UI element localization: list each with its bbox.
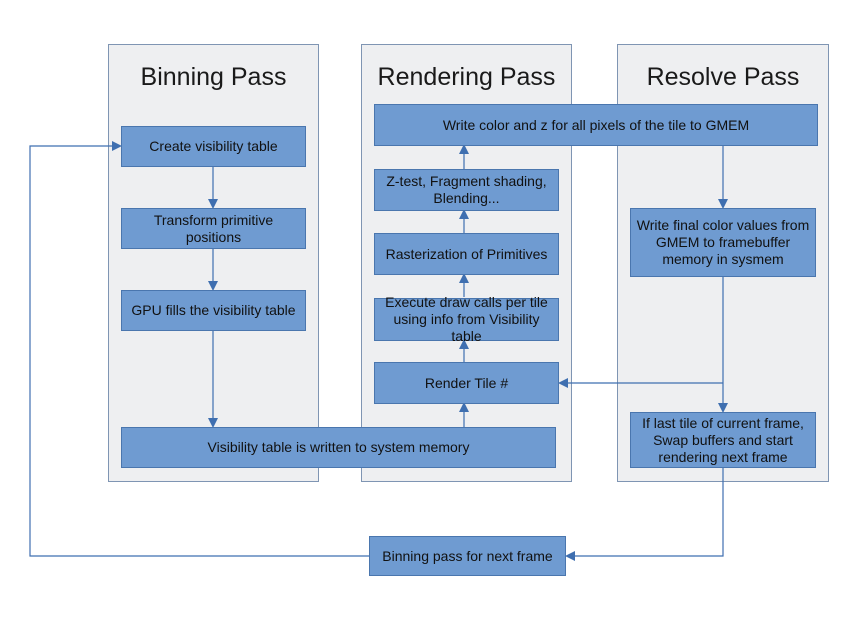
box-write-color-z: Write color and z for all pixels of the … — [374, 104, 818, 146]
lane-title-resolve: Resolve Pass — [646, 63, 800, 91]
box-ztest-fragment-blending: Z-test, Fragment shading, Blending... — [374, 169, 559, 211]
box-last-tile-swap: If last tile of current frame, Swap buff… — [630, 412, 816, 468]
lane-binning-pass: Binning Pass — [108, 44, 319, 482]
box-binning-next-frame: Binning pass for next frame — [369, 536, 566, 576]
lane-title-rendering: Rendering Pass — [377, 63, 556, 91]
box-visibility-table-written: Visibility table is written to system me… — [121, 427, 556, 468]
lane-title-binning: Binning Pass — [140, 63, 287, 91]
box-execute-draw-calls: Execute draw calls per tile using info f… — [374, 294, 559, 344]
box-rasterization: Rasterization of Primitives — [374, 233, 559, 275]
box-transform-primitive-positions: Transform primitive positions — [121, 208, 306, 249]
box-create-visibility-table: Create visibility table — [121, 126, 306, 167]
box-gpu-fills-visibility-table: GPU fills the visibility table — [121, 290, 306, 331]
box-render-tile: Render Tile # — [374, 362, 559, 404]
box-write-final-color: Write final color values from GMEM to fr… — [630, 208, 816, 277]
